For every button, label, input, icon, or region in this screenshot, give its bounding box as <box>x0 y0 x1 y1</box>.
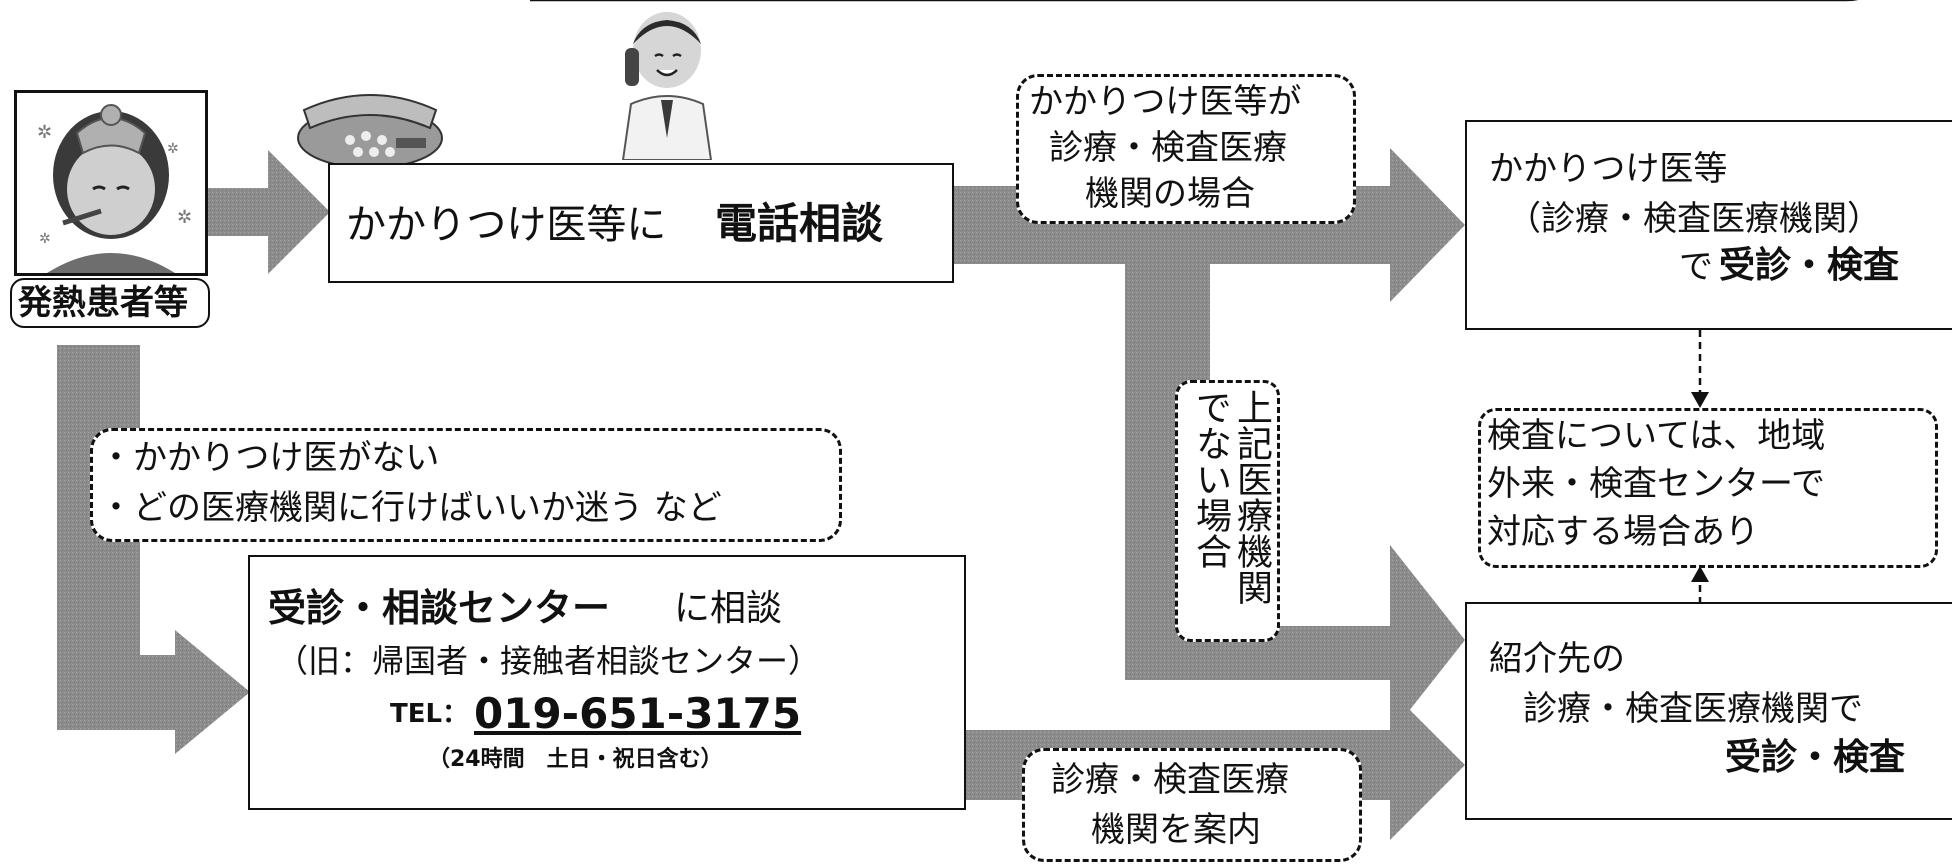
phone-consult-box: かかりつけ医等に 電話相談 <box>328 163 954 283</box>
result-bottom-line2: 診療・検査医療機関で <box>1523 689 1863 729</box>
arrow-patient-to-phone <box>208 150 330 274</box>
phone-consult-bold: 電話相談 <box>715 199 884 248</box>
result-bottom-line1: 紹介先の <box>1489 639 1625 679</box>
result-bottom-line3-bold: 受診・検査 <box>1725 737 1906 778</box>
patient-label: 発熱患者等 <box>10 278 210 328</box>
telephone-icon <box>297 94 443 169</box>
arrow-patient-to-center <box>57 630 250 754</box>
patient-figure: ✲ ✲ ✲ ✲ <box>14 90 208 276</box>
note-line2: 外来・検査センターで <box>1487 464 1825 504</box>
arrowhead-top-to-note <box>1691 392 1709 408</box>
note-line3: 対応する場合あり <box>1487 512 1759 552</box>
svg-text:✲: ✲ <box>39 231 51 247</box>
conditions-label: ・かかりつけ医がない ・どの医療機関に行けばいいか迷う など <box>90 428 842 542</box>
center-hours: （24時間 土日・祝日含む） <box>428 747 723 772</box>
conditions-line1: ・かかりつけ医がない <box>99 438 440 478</box>
result-top-line2: （診療・検査医療機関） <box>1507 199 1881 239</box>
branch-bottom-line2: 機関を案内 <box>1091 810 1261 850</box>
center-old-name: （旧：帰国者・接触者相談センター） <box>276 642 821 680</box>
arrowhead-bottom-to-note <box>1691 566 1709 582</box>
result-top-line1: かかりつけ医等 <box>1489 149 1728 189</box>
branch-top-line1: かかりつけ医等が <box>1029 82 1302 122</box>
branch-vertical-col2: でない場合 <box>1190 389 1231 569</box>
result-top-line3-bold: 受診・検査 <box>1719 245 1900 286</box>
branch-top-line2: 診療・検査医療 <box>1049 128 1287 168</box>
branch-bottom-label: 診療・検査医療 機関を案内 <box>1022 748 1362 862</box>
center-title-bold: 受診・相談センター <box>268 586 611 630</box>
note-right: 検査については、地域 外来・検査センターで 対応する場合あり <box>1478 408 1938 568</box>
branch-vertical-label: 上記医療機関 でない場合 <box>1175 380 1280 642</box>
svg-text:✲: ✲ <box>37 122 52 143</box>
conditions-line2: ・どの医療機関に行けばいいか迷う など <box>99 488 722 528</box>
branch-top-line3: 機関の場合 <box>1085 174 1255 214</box>
patient-label-text: 発熱患者等 <box>18 283 188 323</box>
branch-bottom-line1: 診療・検査医療 <box>1051 760 1289 800</box>
result-top-line3-normal: で <box>1679 247 1713 287</box>
sick-person-icon: ✲ ✲ ✲ ✲ <box>37 104 192 273</box>
svg-text:✲: ✲ <box>167 141 179 157</box>
result-bottom-box: 紹介先の 診療・検査医療機関で 受診・検査 <box>1465 602 1952 820</box>
phone-consult-text: かかりつけ医等に <box>346 202 667 248</box>
svg-text:✲: ✲ <box>177 207 192 228</box>
arrow-branch-to-bottom-result <box>1125 545 1465 735</box>
branch-top-label: かかりつけ医等が 診療・検査医療 機関の場合 <box>1016 74 1356 224</box>
result-top-box: かかりつけ医等 （診療・検査医療機関） で 受診・検査 <box>1465 120 1952 330</box>
note-line1: 検査については、地域 <box>1487 416 1826 456</box>
doctor-on-phone-icon <box>621 12 713 160</box>
branch-vertical-col1: 上記医療機関 <box>1231 389 1272 605</box>
consult-center-box: 受診・相談センター に相談 （旧：帰国者・接触者相談センター） TEL： 019… <box>248 555 966 810</box>
center-tel-number[interactable]: 019-651-3175 <box>474 689 802 738</box>
center-tel-label: TEL： <box>390 699 469 729</box>
center-title-normal: に相談 <box>674 588 783 629</box>
